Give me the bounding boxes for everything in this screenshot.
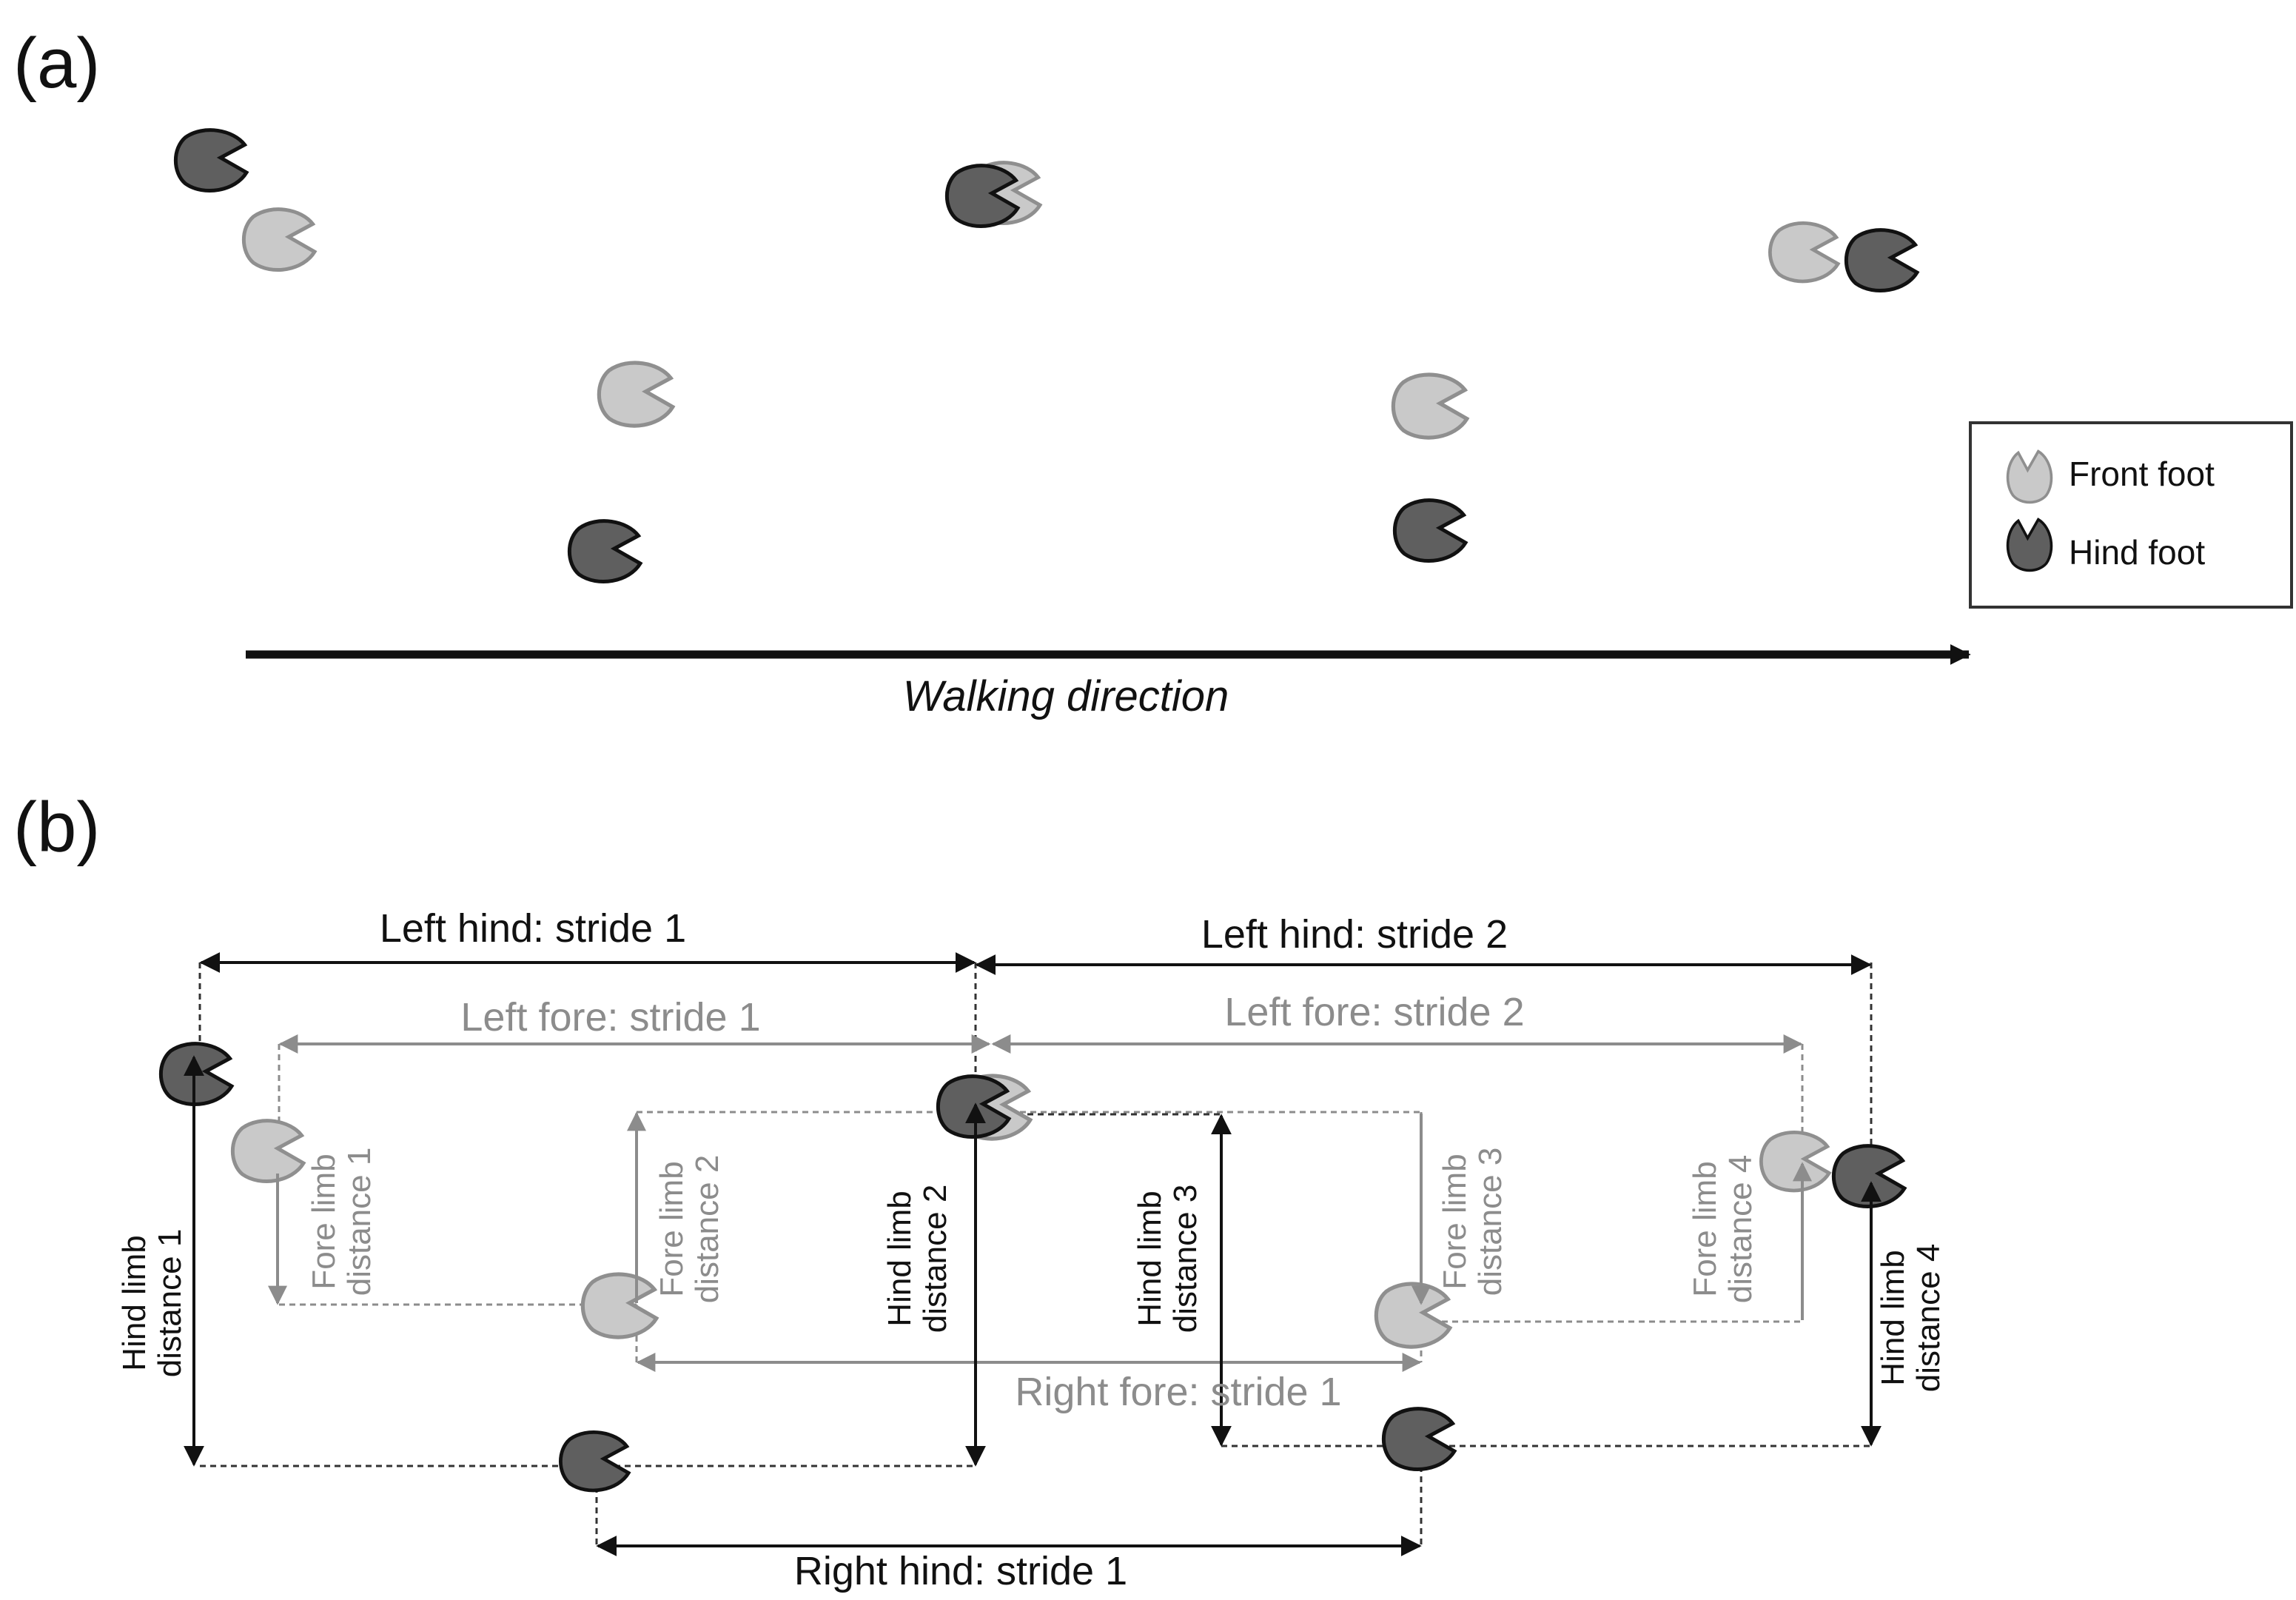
front-footprint <box>1770 223 1838 281</box>
hind-footprint <box>1383 1409 1454 1470</box>
legend-box <box>1969 421 2293 609</box>
panel-b-label: (b) <box>13 788 100 867</box>
legend-hind-label: Hind foot <box>2069 533 2205 572</box>
hind-footprint <box>1394 501 1466 561</box>
hind-distance-4-label: Hind limbdistance 4 <box>1875 1244 1947 1393</box>
panel-a-label: (a) <box>13 24 100 103</box>
front-footprint <box>244 210 315 270</box>
left-fore-stride-1-label: Left fore: stride 1 <box>460 995 760 1040</box>
guide-lines <box>198 963 1873 1546</box>
hind-footprint <box>161 1044 232 1105</box>
panel-a-footprints <box>175 130 1917 582</box>
hind-footprint <box>560 1432 628 1490</box>
hind-distance-2-label: Hind limbdistance 2 <box>882 1185 953 1333</box>
hind-footprint <box>569 521 640 582</box>
front-footprint <box>1376 1284 1449 1347</box>
stride-arrows <box>199 952 1872 1556</box>
front-footprint <box>599 363 672 426</box>
fore-distance-1-label: Fore limbdistance 1 <box>306 1148 377 1296</box>
distance-arrows <box>184 1055 1882 1467</box>
hind-footprint <box>1833 1146 1904 1207</box>
hind-footprint <box>175 130 246 191</box>
fore-distance-3-label: Fore limbdistance 3 <box>1437 1148 1508 1296</box>
hind-distance-1-label: Hind limbdistance 1 <box>116 1229 188 1378</box>
front-footprint <box>583 1274 656 1337</box>
hind-footprint <box>1846 230 1917 291</box>
left-fore-stride-2-label: Left fore: stride 2 <box>1224 990 1524 1034</box>
legend: Front foot Hind foot <box>1969 421 2293 609</box>
front-footprint <box>232 1121 303 1182</box>
right-fore-stride-1-label: Right fore: stride 1 <box>1015 1370 1341 1414</box>
left-hind-stride-2-label: Left hind: stride 2 <box>1201 912 1508 957</box>
front-footprint <box>1761 1132 1829 1191</box>
panel-b-footprints <box>161 1044 1904 1490</box>
legend-front-label: Front foot <box>2069 455 2215 493</box>
fore-distance-2-label: Fore limbdistance 2 <box>654 1155 725 1304</box>
left-hind-stride-1-label: Left hind: stride 1 <box>380 906 686 951</box>
right-hind-stride-1-label: Right hind: stride 1 <box>794 1549 1127 1593</box>
fore-distance-4-label: Fore limbdistance 4 <box>1687 1155 1759 1304</box>
front-footprint <box>1393 375 1466 438</box>
hind-distance-3-label: Hind limbdistance 3 <box>1132 1185 1204 1333</box>
walking-direction-label: Walking direction <box>903 672 1229 720</box>
